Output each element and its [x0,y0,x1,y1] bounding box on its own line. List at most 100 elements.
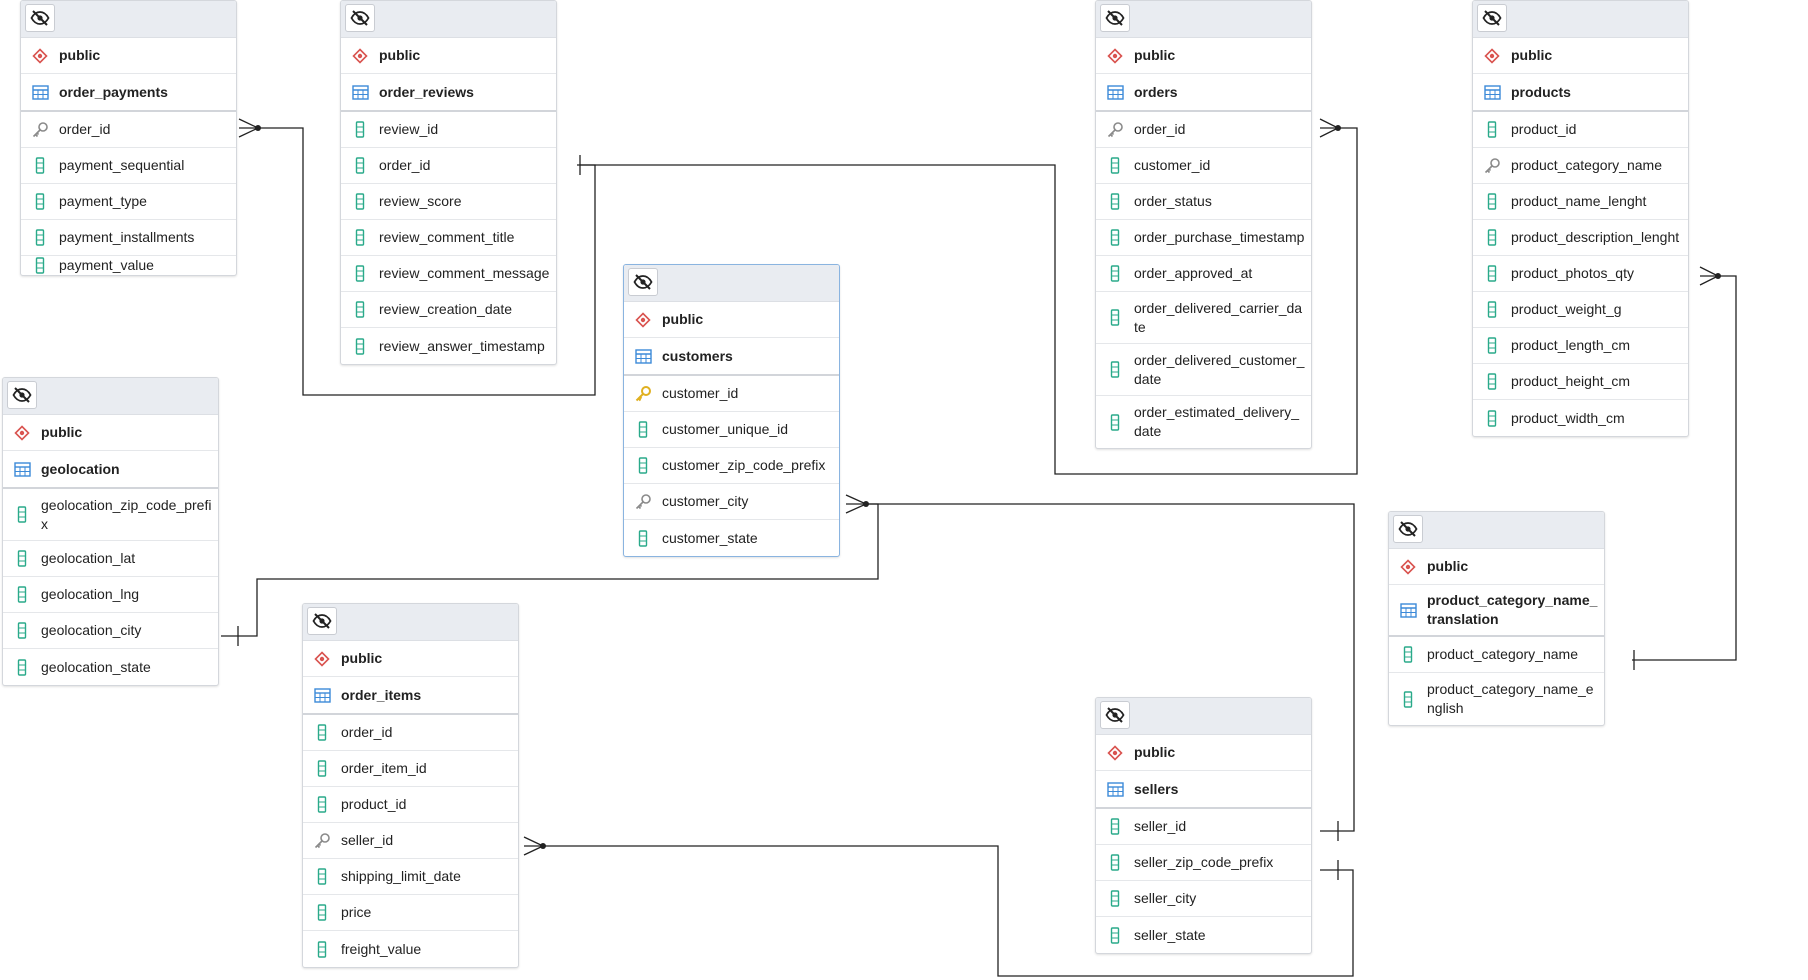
crows-foot-marker [238,127,259,138]
schema-icon [634,311,652,329]
column-row[interactable]: review_id [341,112,556,148]
column-row[interactable]: product_height_cm [1473,364,1688,400]
toggle-visibility-button[interactable] [1100,4,1130,32]
column-row[interactable]: product_description_lenght [1473,220,1688,256]
table-header [3,378,218,415]
column-row-label: product_category_name [1427,646,1578,662]
table-name-label: customers [662,347,733,364]
column-row[interactable]: product_length_cm [1473,328,1688,364]
column-row[interactable]: order_id [303,715,518,751]
table-header [1096,698,1311,735]
toggle-visibility-button[interactable] [25,4,55,32]
column-row[interactable]: order_delivered_customer_date [1096,344,1311,396]
column-row[interactable]: geolocation_city [3,613,218,649]
column-row[interactable]: customer_id [624,376,839,412]
schema-name-label: public [1134,47,1176,63]
column-row[interactable]: freight_value [303,931,518,967]
column-row[interactable]: order_purchase_timestamp [1096,220,1311,256]
schema-name: public [624,302,839,338]
column-icon [313,724,331,742]
column-row[interactable]: order_id [1096,112,1311,148]
table-name[interactable]: customers [624,338,839,376]
column-icon [1399,690,1417,708]
table-name[interactable]: sellers [1096,771,1311,809]
toggle-visibility-button[interactable] [628,268,658,296]
column-row-label: geolocation_zip_code_prefix [41,496,212,532]
column-row[interactable]: shipping_limit_date [303,859,518,895]
column-row[interactable]: seller_city [1096,881,1311,917]
column-row[interactable]: review_comment_title [341,220,556,256]
column-row[interactable]: geolocation_zip_code_prefix [3,489,218,541]
table-name-label: order_payments [59,83,168,100]
column-icon [1106,157,1124,175]
column-row[interactable]: product_name_lenght [1473,184,1688,220]
toggle-visibility-button[interactable] [307,607,337,635]
column-row[interactable]: review_answer_timestamp [341,328,556,364]
table-name[interactable]: order_items [303,677,518,715]
table-name[interactable]: order_reviews [341,74,556,112]
column-row[interactable]: customer_zip_code_prefix [624,448,839,484]
column-row-label: product_category_name [1511,157,1662,173]
column-row[interactable]: seller_id [1096,809,1311,845]
column-row[interactable]: payment_installments [21,220,236,256]
toggle-visibility-button[interactable] [7,381,37,409]
column-row[interactable]: review_creation_date [341,292,556,328]
toggle-visibility-button[interactable] [1393,515,1423,543]
column-row[interactable]: payment_sequential [21,148,236,184]
column-row[interactable]: product_id [1473,112,1688,148]
column-row[interactable]: geolocation_state [3,649,218,685]
column-row[interactable]: payment_type [21,184,236,220]
toggle-visibility-button[interactable] [1477,4,1507,32]
column-row[interactable]: order_id [21,112,236,148]
column-row[interactable]: product_photos_qty [1473,256,1688,292]
column-row[interactable]: customer_city [624,484,839,520]
column-row[interactable]: order_delivered_carrier_date [1096,292,1311,344]
table-name[interactable]: order_payments [21,74,236,112]
column-row[interactable]: product_category_name [1473,148,1688,184]
hidden-eye-icon [1398,521,1418,537]
column-row[interactable]: seller_zip_code_prefix [1096,845,1311,881]
column-row[interactable]: product_width_cm [1473,400,1688,436]
toggle-visibility-button[interactable] [1100,701,1130,729]
column-row[interactable]: review_score [341,184,556,220]
column-row[interactable]: seller_id [303,823,518,859]
column-row[interactable]: product_category_name_english [1389,673,1604,725]
table-name-label: order_reviews [379,83,474,100]
column-row-label: freight_value [341,940,422,957]
column-row[interactable]: order_estimated_delivery_date [1096,396,1311,448]
table-header [1096,1,1311,38]
column-icon [1106,361,1124,379]
column-row[interactable]: order_id [341,148,556,184]
column-row[interactable]: product_category_name [1389,637,1604,673]
column-row[interactable]: review_comment_message [341,256,556,292]
column-row[interactable]: order_item_id [303,751,518,787]
column-row[interactable]: order_status [1096,184,1311,220]
column-row[interactable]: order_approved_at [1096,256,1311,292]
schema-icon [13,424,31,442]
column-row[interactable]: customer_id [1096,148,1311,184]
column-row[interactable]: product_weight_g [1473,292,1688,328]
column-row[interactable]: price [303,895,518,931]
column-row[interactable]: customer_unique_id [624,412,839,448]
column-row[interactable]: seller_state [1096,917,1311,953]
table-name[interactable]: geolocation [3,451,218,489]
toggle-visibility-button[interactable] [345,4,375,32]
column-row[interactable]: product_id [303,787,518,823]
table-name[interactable]: products [1473,74,1688,112]
column-row[interactable]: geolocation_lat [3,541,218,577]
table-name[interactable]: product_category_name_translation [1389,585,1604,637]
column-row[interactable]: geolocation_lng [3,577,218,613]
table-name[interactable]: orders [1096,74,1311,112]
column-row[interactable]: payment_value [21,256,236,275]
column-row-label: order_approved_at [1134,265,1253,281]
column-row[interactable]: customer_state [624,520,839,556]
